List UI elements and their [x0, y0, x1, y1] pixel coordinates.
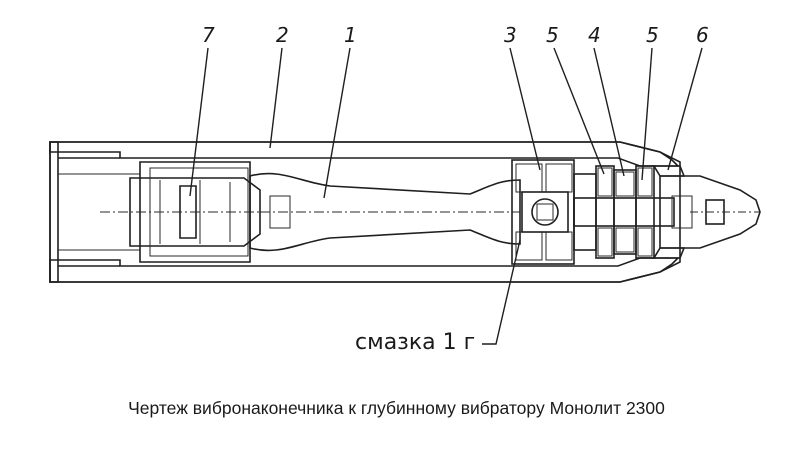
- ring-4: [613, 169, 637, 255]
- drawing-caption: Чертеж вибронаконечника к глубинному виб…: [128, 398, 665, 418]
- leader-lines: [189, 47, 703, 345]
- part-label-7: 7: [202, 23, 215, 47]
- part-label-4: 4: [588, 23, 601, 47]
- bushing-5-left: [595, 165, 615, 259]
- part-label-3: 3: [504, 23, 517, 47]
- nose-cone: [659, 175, 761, 249]
- part-label-2: 2: [276, 23, 289, 47]
- part-label-1: 1: [344, 23, 357, 47]
- part-label-5-left: 5: [546, 23, 559, 47]
- part-label-6: 6: [696, 23, 709, 47]
- shaft-spacer: [573, 173, 675, 251]
- collet-clamp: [100, 161, 261, 263]
- lubrication-callout: смазка 1 г: [355, 330, 475, 355]
- bearing-3: [511, 159, 575, 265]
- part-label-5-right: 5: [646, 23, 659, 47]
- bushing-5-right: [635, 165, 655, 259]
- eccentric-shaft: [249, 172, 521, 252]
